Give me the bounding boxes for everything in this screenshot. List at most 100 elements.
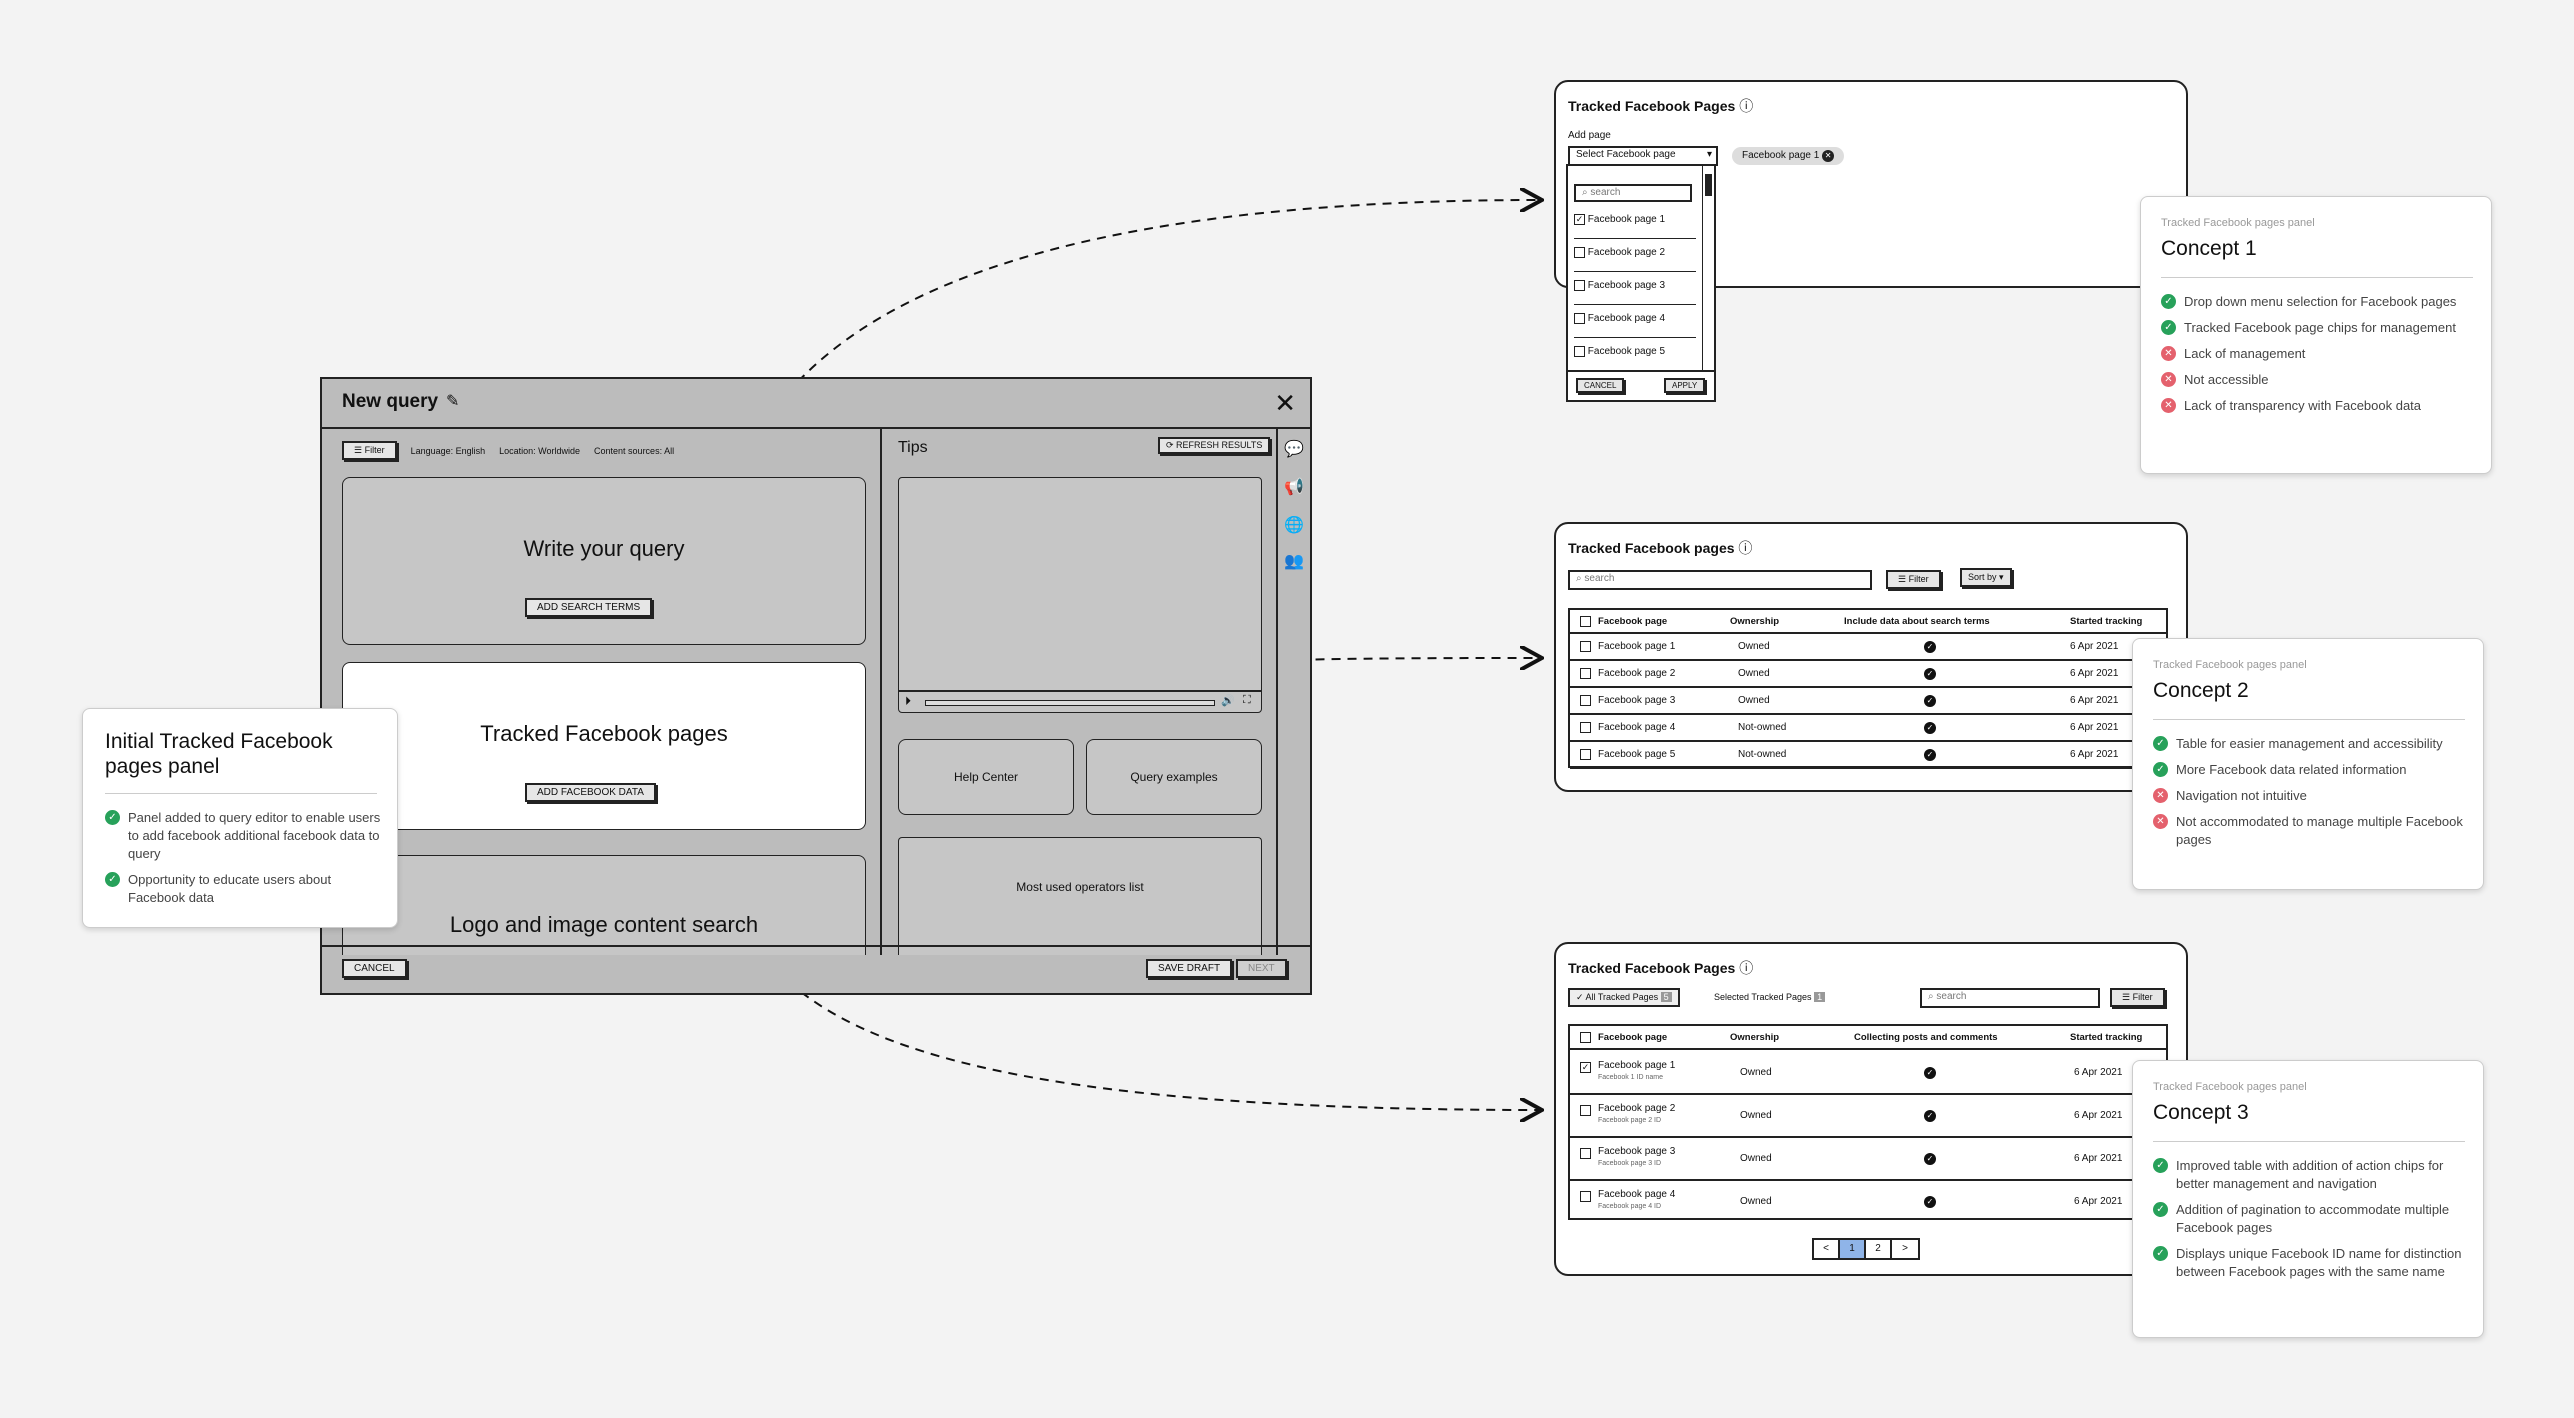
users-icon[interactable]: 👥 <box>1284 553 1304 570</box>
dropdown-option[interactable]: Facebook page 4 <box>1574 305 1696 338</box>
check-circle-icon: ✓ <box>105 872 120 887</box>
operators-list-label: Most used operators list <box>1016 880 1144 894</box>
facebook-page-chip[interactable]: Facebook page 1 ✕ <box>1732 147 1845 165</box>
page-button[interactable]: 2 <box>1866 1240 1892 1258</box>
page-button[interactable]: 1 <box>1840 1240 1866 1258</box>
page-button[interactable]: < <box>1814 1240 1840 1258</box>
add-search-terms-button[interactable]: ADD SEARCH TERMS <box>525 598 653 617</box>
ownership: Owned <box>1740 1153 1772 1164</box>
remove-chip-icon[interactable]: ✕ <box>1822 150 1835 162</box>
row-checkbox[interactable] <box>1580 695 1591 706</box>
x-circle-icon: ✕ <box>2153 814 2168 829</box>
ownership: Owned <box>1740 1196 1772 1207</box>
column-header[interactable]: Started tracking <box>2070 1032 2143 1043</box>
select-facebook-page-dropdown[interactable]: Select Facebook page▾ <box>1568 146 1718 166</box>
concept2-search-input[interactable]: ⌕ search <box>1568 570 1872 590</box>
concept3-search-input[interactable]: ⌕ search <box>1920 988 2100 1008</box>
pencil-icon[interactable]: ✎ <box>446 393 460 410</box>
row-checkbox[interactable] <box>1580 641 1591 652</box>
ownership: Not-owned <box>1738 749 1787 760</box>
page-name: Facebook page 2 <box>1598 668 1676 679</box>
card-title: Concept 2 <box>2153 679 2249 702</box>
check-circle-icon: ✓ <box>2161 320 2176 335</box>
checkbox[interactable]: ✓ <box>1574 214 1585 225</box>
row-checkbox[interactable] <box>1580 668 1591 679</box>
list-item: ✕Navigation not intuitive <box>2153 787 2469 805</box>
select-all-checkbox[interactable] <box>1580 616 1591 627</box>
dropdown-cancel-button[interactable]: CANCEL <box>1576 378 1625 393</box>
operators-list-card[interactable]: Most used operators list <box>898 837 1262 955</box>
refresh-results-button[interactable]: ⟳ REFRESH RESULTS <box>1158 437 1271 454</box>
dropdown-option[interactable]: ✓ Facebook page 1 <box>1574 206 1696 239</box>
save-draft-button[interactable]: SAVE DRAFT <box>1146 959 1233 978</box>
query-examples-label: Query examples <box>1130 770 1218 784</box>
close-icon[interactable]: ✕ <box>1274 388 1296 418</box>
logo-search-title: Logo and image content search <box>449 912 759 937</box>
write-query-panel: Write your query ADD SEARCH TERMS <box>342 477 866 645</box>
cancel-button[interactable]: CANCEL <box>342 959 407 978</box>
column-header[interactable]: Started tracking <box>2070 616 2143 627</box>
row-checkbox[interactable] <box>1580 1191 1591 1202</box>
row-checkbox[interactable] <box>1580 1148 1591 1159</box>
next-button[interactable]: NEXT <box>1236 959 1287 978</box>
play-icon[interactable]: ⏵ <box>905 694 912 708</box>
help-center-card[interactable]: Help Center <box>898 739 1074 815</box>
all-tracked-pages-chip[interactable]: ✓ All Tracked Pages 5 <box>1568 988 1680 1007</box>
column-header[interactable]: Ownership <box>1730 616 1780 627</box>
checkbox[interactable] <box>1574 247 1585 258</box>
column-header[interactable]: Collecting posts and comments <box>1854 1032 1998 1043</box>
concept2-frame-title: Tracked Facebook pages ⓘ <box>1568 540 1753 556</box>
selected-tracked-pages-chip[interactable]: Selected Tracked Pages 1 <box>1710 990 1829 1004</box>
fullscreen-icon[interactable]: ⛶ <box>1243 694 1251 706</box>
row-checkbox[interactable] <box>1580 722 1591 733</box>
checkbox[interactable] <box>1574 346 1585 357</box>
volume-icon[interactable]: 🔊 <box>1221 695 1235 707</box>
dropdown-search-input[interactable]: ⌕ search <box>1574 184 1692 202</box>
column-header[interactable]: Ownership <box>1730 1032 1780 1043</box>
checkbox[interactable] <box>1574 280 1585 291</box>
column-header[interactable]: Include data about search terms <box>1844 616 1990 627</box>
page-button[interactable]: > <box>1892 1240 1918 1258</box>
row-checkbox[interactable] <box>1580 1105 1591 1116</box>
dropdown-option[interactable]: Facebook page 3 <box>1574 272 1696 305</box>
ownership: Owned <box>1740 1067 1772 1078</box>
dropdown-option[interactable]: Facebook page 5 <box>1574 338 1696 371</box>
video-player[interactable]: ⏵ 🔊 ⛶ <box>898 477 1262 713</box>
globe-icon[interactable]: 🌐 <box>1284 517 1304 534</box>
column-header[interactable]: Facebook page <box>1598 616 1668 627</box>
list-item-text: Table for easier management and accessib… <box>2176 736 2443 751</box>
help-icon[interactable]: ⓘ <box>1739 960 1754 976</box>
list-item-text: Improved table with addition of action c… <box>2176 1158 2444 1191</box>
select-all-checkbox[interactable] <box>1580 1032 1591 1043</box>
concept3-frame-title: Tracked Facebook Pages ⓘ <box>1568 960 1754 976</box>
concept1-frame-title: Tracked Facebook Pages ⓘ <box>1568 98 1754 114</box>
query-examples-card[interactable]: Query examples <box>1086 739 1262 815</box>
scrollbar[interactable] <box>1702 166 1714 370</box>
chat-icon[interactable]: 💬 <box>1284 441 1304 458</box>
add-facebook-data-button[interactable]: ADD FACEBOOK DATA <box>525 783 656 802</box>
checkbox[interactable] <box>1574 313 1585 324</box>
megaphone-icon[interactable]: 📢 <box>1284 479 1304 496</box>
dropdown-option[interactable]: Facebook page 2 <box>1574 239 1696 272</box>
concept3-filter-button[interactable]: ☰ Filter <box>2110 988 2165 1007</box>
column-header[interactable]: Facebook page <box>1598 1032 1668 1043</box>
row-checkbox[interactable] <box>1580 749 1591 760</box>
row-checkbox[interactable]: ✓ <box>1580 1062 1591 1073</box>
concept2-filter-button[interactable]: ☰ Filter <box>1886 570 1941 589</box>
dropdown-apply-button[interactable]: APPLY <box>1664 378 1706 393</box>
progress-bar[interactable] <box>925 700 1215 706</box>
help-icon[interactable]: ⓘ <box>1739 98 1754 114</box>
help-icon[interactable]: ⓘ <box>1738 540 1753 556</box>
concept2-sort-button[interactable]: Sort by ▾ <box>1960 568 2012 587</box>
filter-button[interactable]: ☰ Filter <box>342 441 397 460</box>
